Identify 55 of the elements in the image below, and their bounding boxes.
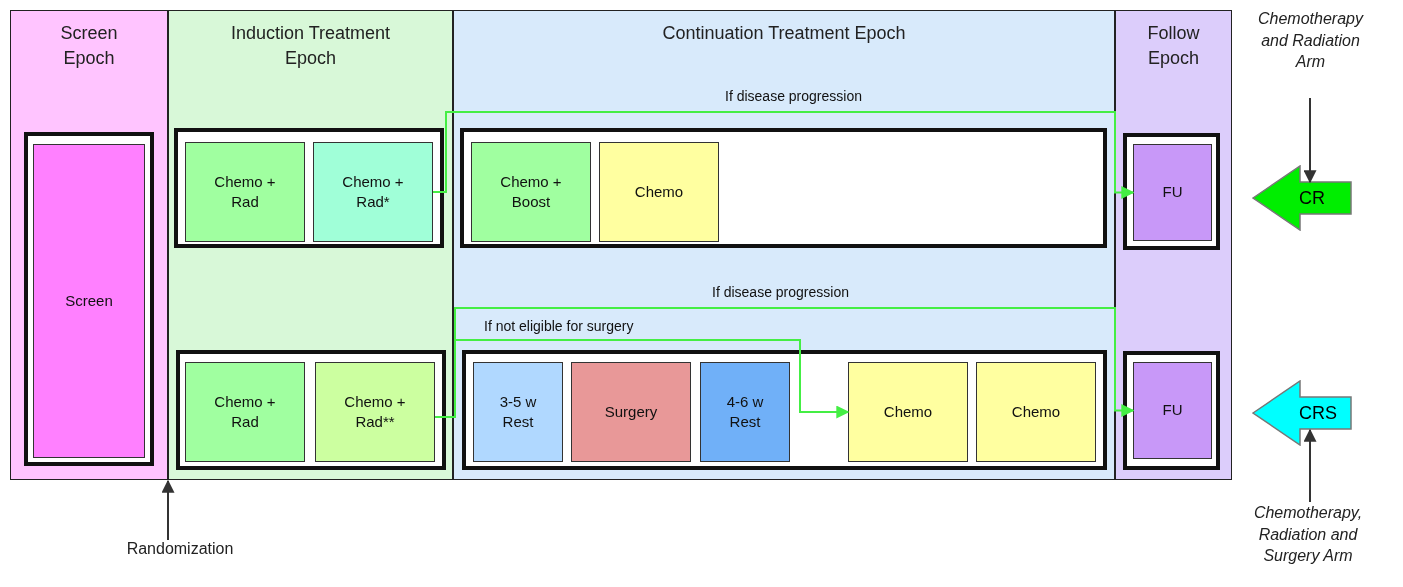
- box-label: Surgery: [604, 401, 658, 422]
- arm-caption: Chemotherapy, Radiation and Surgery Arm: [1233, 502, 1383, 586]
- treatment-box: [185, 362, 305, 462]
- epoch-heading: Continuation Treatment Epoch: [662, 22, 906, 45]
- box-label: Chemo + Rad*: [341, 171, 405, 212]
- epoch-heading: Induction Treatment Epoch: [229, 22, 392, 71]
- treatment-box: [313, 142, 433, 242]
- pointer-arrow: [161, 479, 175, 541]
- arm-block-arrow: CRS: [1252, 380, 1352, 446]
- arm-frame: [460, 128, 1107, 248]
- box-label: FU: [1162, 182, 1183, 203]
- treatment-box: [185, 142, 305, 242]
- arm-caption: Chemotherapy and Radiation Arm: [1248, 8, 1373, 98]
- connector-arrow: [432, 111, 1135, 199]
- edge-label: If disease progression: [725, 88, 862, 104]
- epoch-band: [1115, 10, 1232, 480]
- epoch-heading: Follow Epoch: [1146, 22, 1201, 71]
- box-label: Chemo: [634, 181, 684, 202]
- box-label: 4-6 w Rest: [725, 391, 765, 432]
- box-label: Screen: [65, 290, 113, 311]
- treatment-box: [33, 144, 145, 458]
- treatment-box: [471, 142, 591, 242]
- pointer-arrow: [1303, 428, 1317, 503]
- arm-frame: [1123, 351, 1220, 470]
- box-label: Chemo + Boost: [499, 171, 563, 212]
- box-label: Chemo + Rad**: [343, 391, 407, 432]
- treatment-box: [1133, 362, 1212, 459]
- treatment-box: [700, 362, 790, 462]
- treatment-box: [571, 362, 691, 462]
- arm-frame: [1123, 133, 1220, 250]
- box-label: Chemo + Rad: [213, 171, 277, 212]
- treatment-box: [1133, 144, 1212, 241]
- treatment-box: [599, 142, 719, 242]
- box-label: 3-5 w Rest: [498, 391, 538, 432]
- pointer-arrow: [1303, 97, 1317, 184]
- arm-frame: [174, 128, 444, 248]
- treatment-box: [473, 362, 563, 462]
- epoch-band: [453, 10, 1115, 480]
- box-label: Chemo: [1011, 401, 1061, 422]
- box-label: Chemo + Rad: [213, 391, 277, 432]
- treatment-box: [976, 362, 1096, 462]
- epoch-heading: Screen Epoch: [59, 22, 119, 71]
- timepoint-label: Randomization: [110, 540, 250, 564]
- treatment-box: [315, 362, 435, 462]
- epoch-band: [168, 10, 453, 480]
- arm-frame: [24, 132, 154, 466]
- edge-label: If not eligible for surgery: [484, 318, 634, 334]
- arm-block-arrow: CR: [1252, 165, 1352, 231]
- arm-frame: [462, 350, 1107, 470]
- box-label: FU: [1162, 400, 1183, 421]
- arm-frame: [176, 350, 446, 470]
- epoch-band: [10, 10, 168, 480]
- edge-label: If disease progression: [712, 284, 849, 300]
- treatment-box: [848, 362, 968, 462]
- box-label: Chemo: [883, 401, 933, 422]
